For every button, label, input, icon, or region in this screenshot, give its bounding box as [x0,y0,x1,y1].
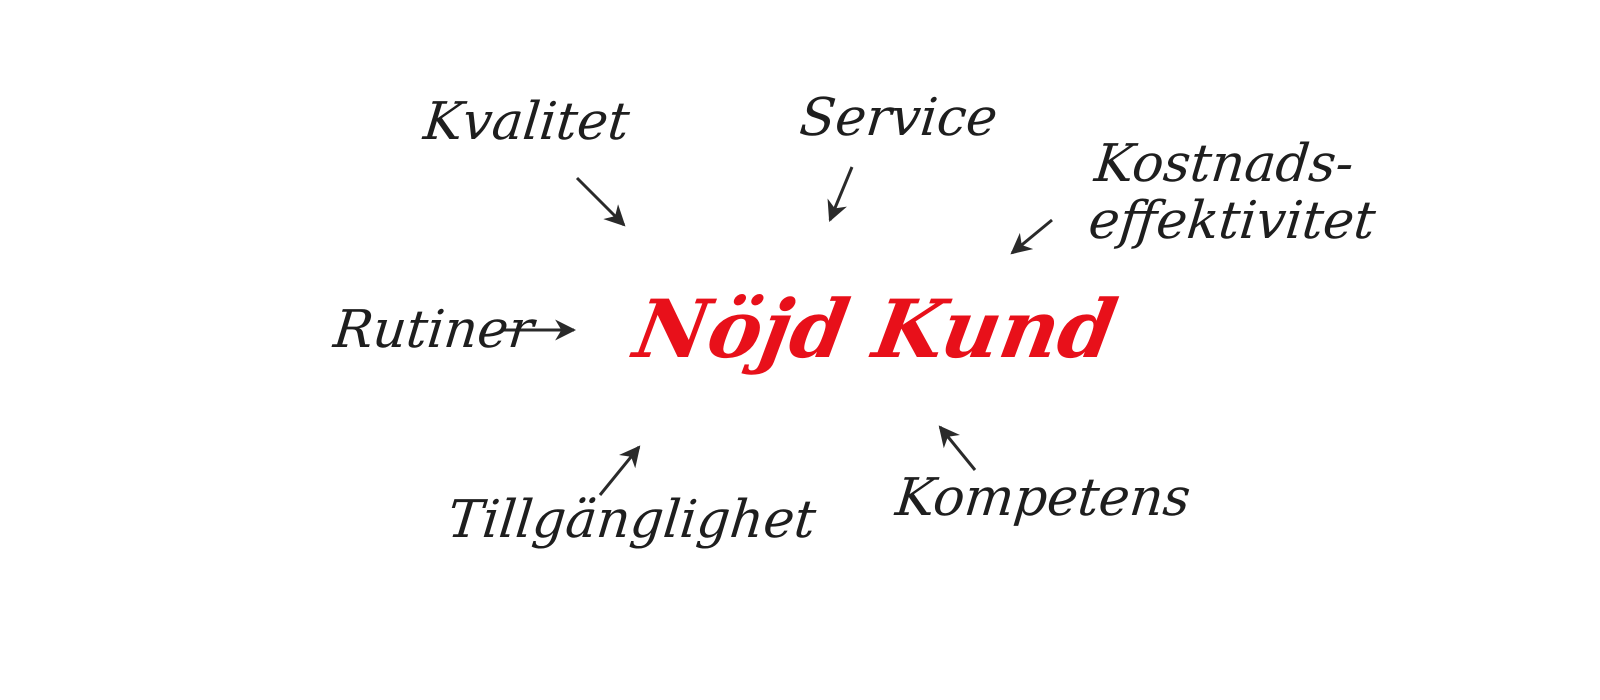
factor-kompetens: Kompetens [892,468,1194,528]
factor-kostnadseffektivitet: Kostnads- effektivitet [1085,134,1384,252]
factor-kvalitet: Kvalitet [420,92,633,152]
arrow-kvalitet [575,176,626,227]
arrow-kostnads [1010,218,1053,255]
center-label: Nöjd Kund [627,282,1124,376]
factor-kostnads-line2: effektivitet [1085,191,1379,252]
factor-rutiner: Rutiner [330,300,537,360]
factor-service: Service [796,88,1001,148]
arrow-tillganglighet [598,445,641,496]
arrow-service [827,166,854,222]
factor-tillganglighet: Tillgänglighet [444,490,819,550]
factor-kostnads-line1: Kostnads- [1091,134,1357,194]
arrow-kompetens [938,425,977,471]
